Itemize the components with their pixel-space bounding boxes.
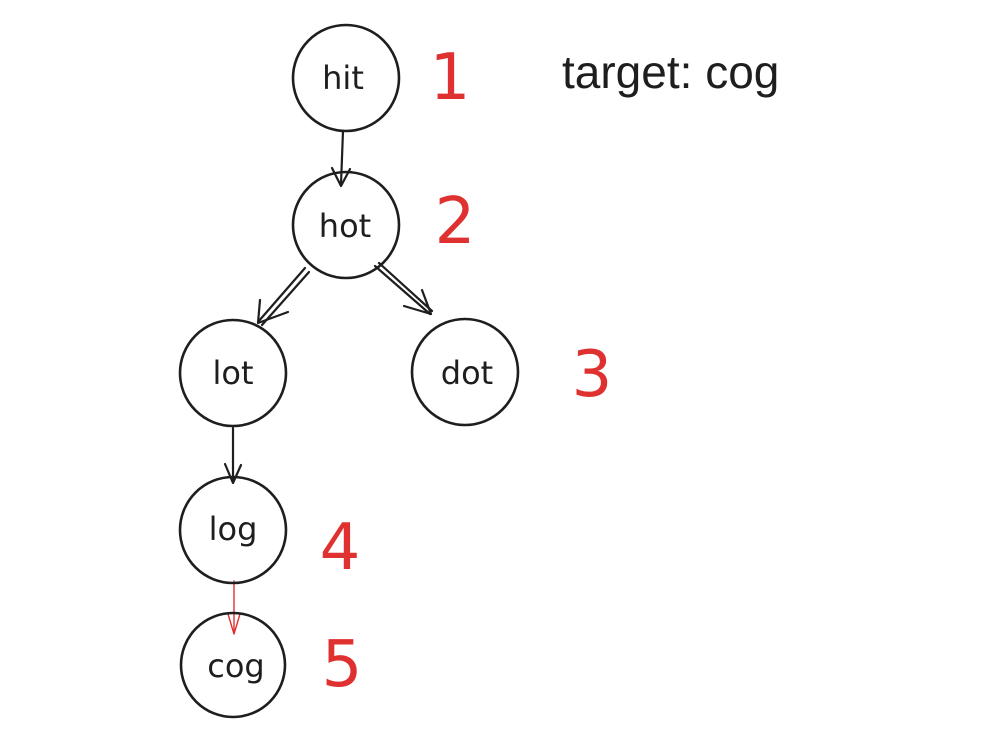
node-cog: cog [179,611,287,719]
node-hot: hot [291,170,401,280]
node-lot: lot [178,318,288,428]
node-label: cog [207,647,264,685]
node-label: log [209,510,258,548]
edge-log-cog [227,580,241,635]
node-log: log [178,475,288,585]
node-label: lot [212,354,253,392]
level-number-1: 1 [430,41,471,115]
node-dot: dot [410,317,520,427]
level-number-4: 4 [320,511,361,585]
edge-hot-dot [373,261,434,316]
edge-hit-hot [330,129,352,188]
edge-hot-lot [256,266,311,327]
node-label: hot [319,207,371,245]
edge-lot-log [223,426,243,485]
node-hit: hit [291,23,401,133]
level-number-3: 3 [572,338,613,412]
edges [223,129,434,635]
level-number-5: 5 [322,628,363,702]
target-label: target: cog [562,46,779,98]
node-label: hit [322,59,364,97]
level-number-2: 2 [435,185,476,259]
node-label: dot [441,354,493,392]
